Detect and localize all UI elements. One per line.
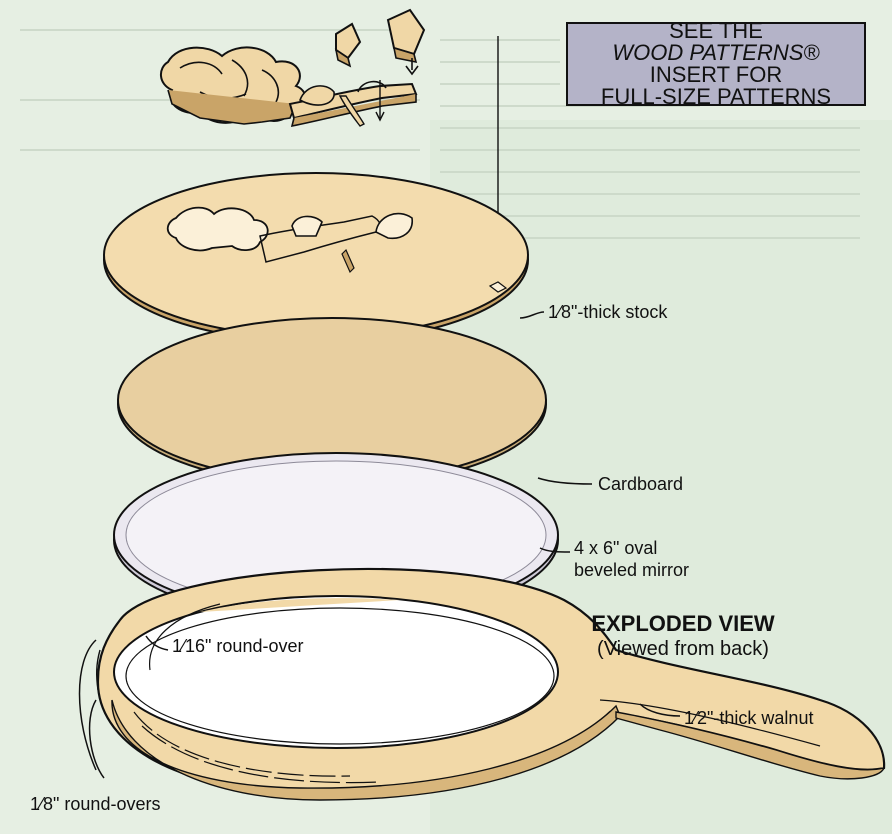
label-thin-stock: 1⁄8"-thick stock: [548, 302, 667, 323]
label-mirror-type: beveled mirror: [574, 560, 689, 581]
label-cardboard: Cardboard: [598, 474, 683, 495]
callout-line-4: FULL-SIZE PATTERNS: [601, 86, 831, 108]
callout-line-1: SEE THE: [669, 20, 763, 42]
callout-line-2: WOOD PATTERNS®: [612, 42, 819, 64]
label-mirror-size: 4 x 6" oval: [574, 538, 657, 559]
label-eighth-roundovers: 1⁄8" round-overs: [30, 794, 160, 815]
view-title: EXPLODED VIEW: [568, 611, 798, 637]
label-sixteenth-roundover: 1⁄16" round-over: [172, 636, 303, 657]
view-title-block: EXPLODED VIEW (Viewed from back): [568, 611, 798, 661]
patterns-callout-box: SEE THE WOOD PATTERNS® INSERT FOR FULL-S…: [566, 22, 866, 106]
callout-line-3: INSERT FOR: [650, 64, 782, 86]
label-walnut: 1⁄2"-thick walnut: [684, 708, 813, 729]
thin-stock-oval: [104, 173, 528, 342]
view-subtitle: (Viewed from back): [568, 637, 798, 661]
